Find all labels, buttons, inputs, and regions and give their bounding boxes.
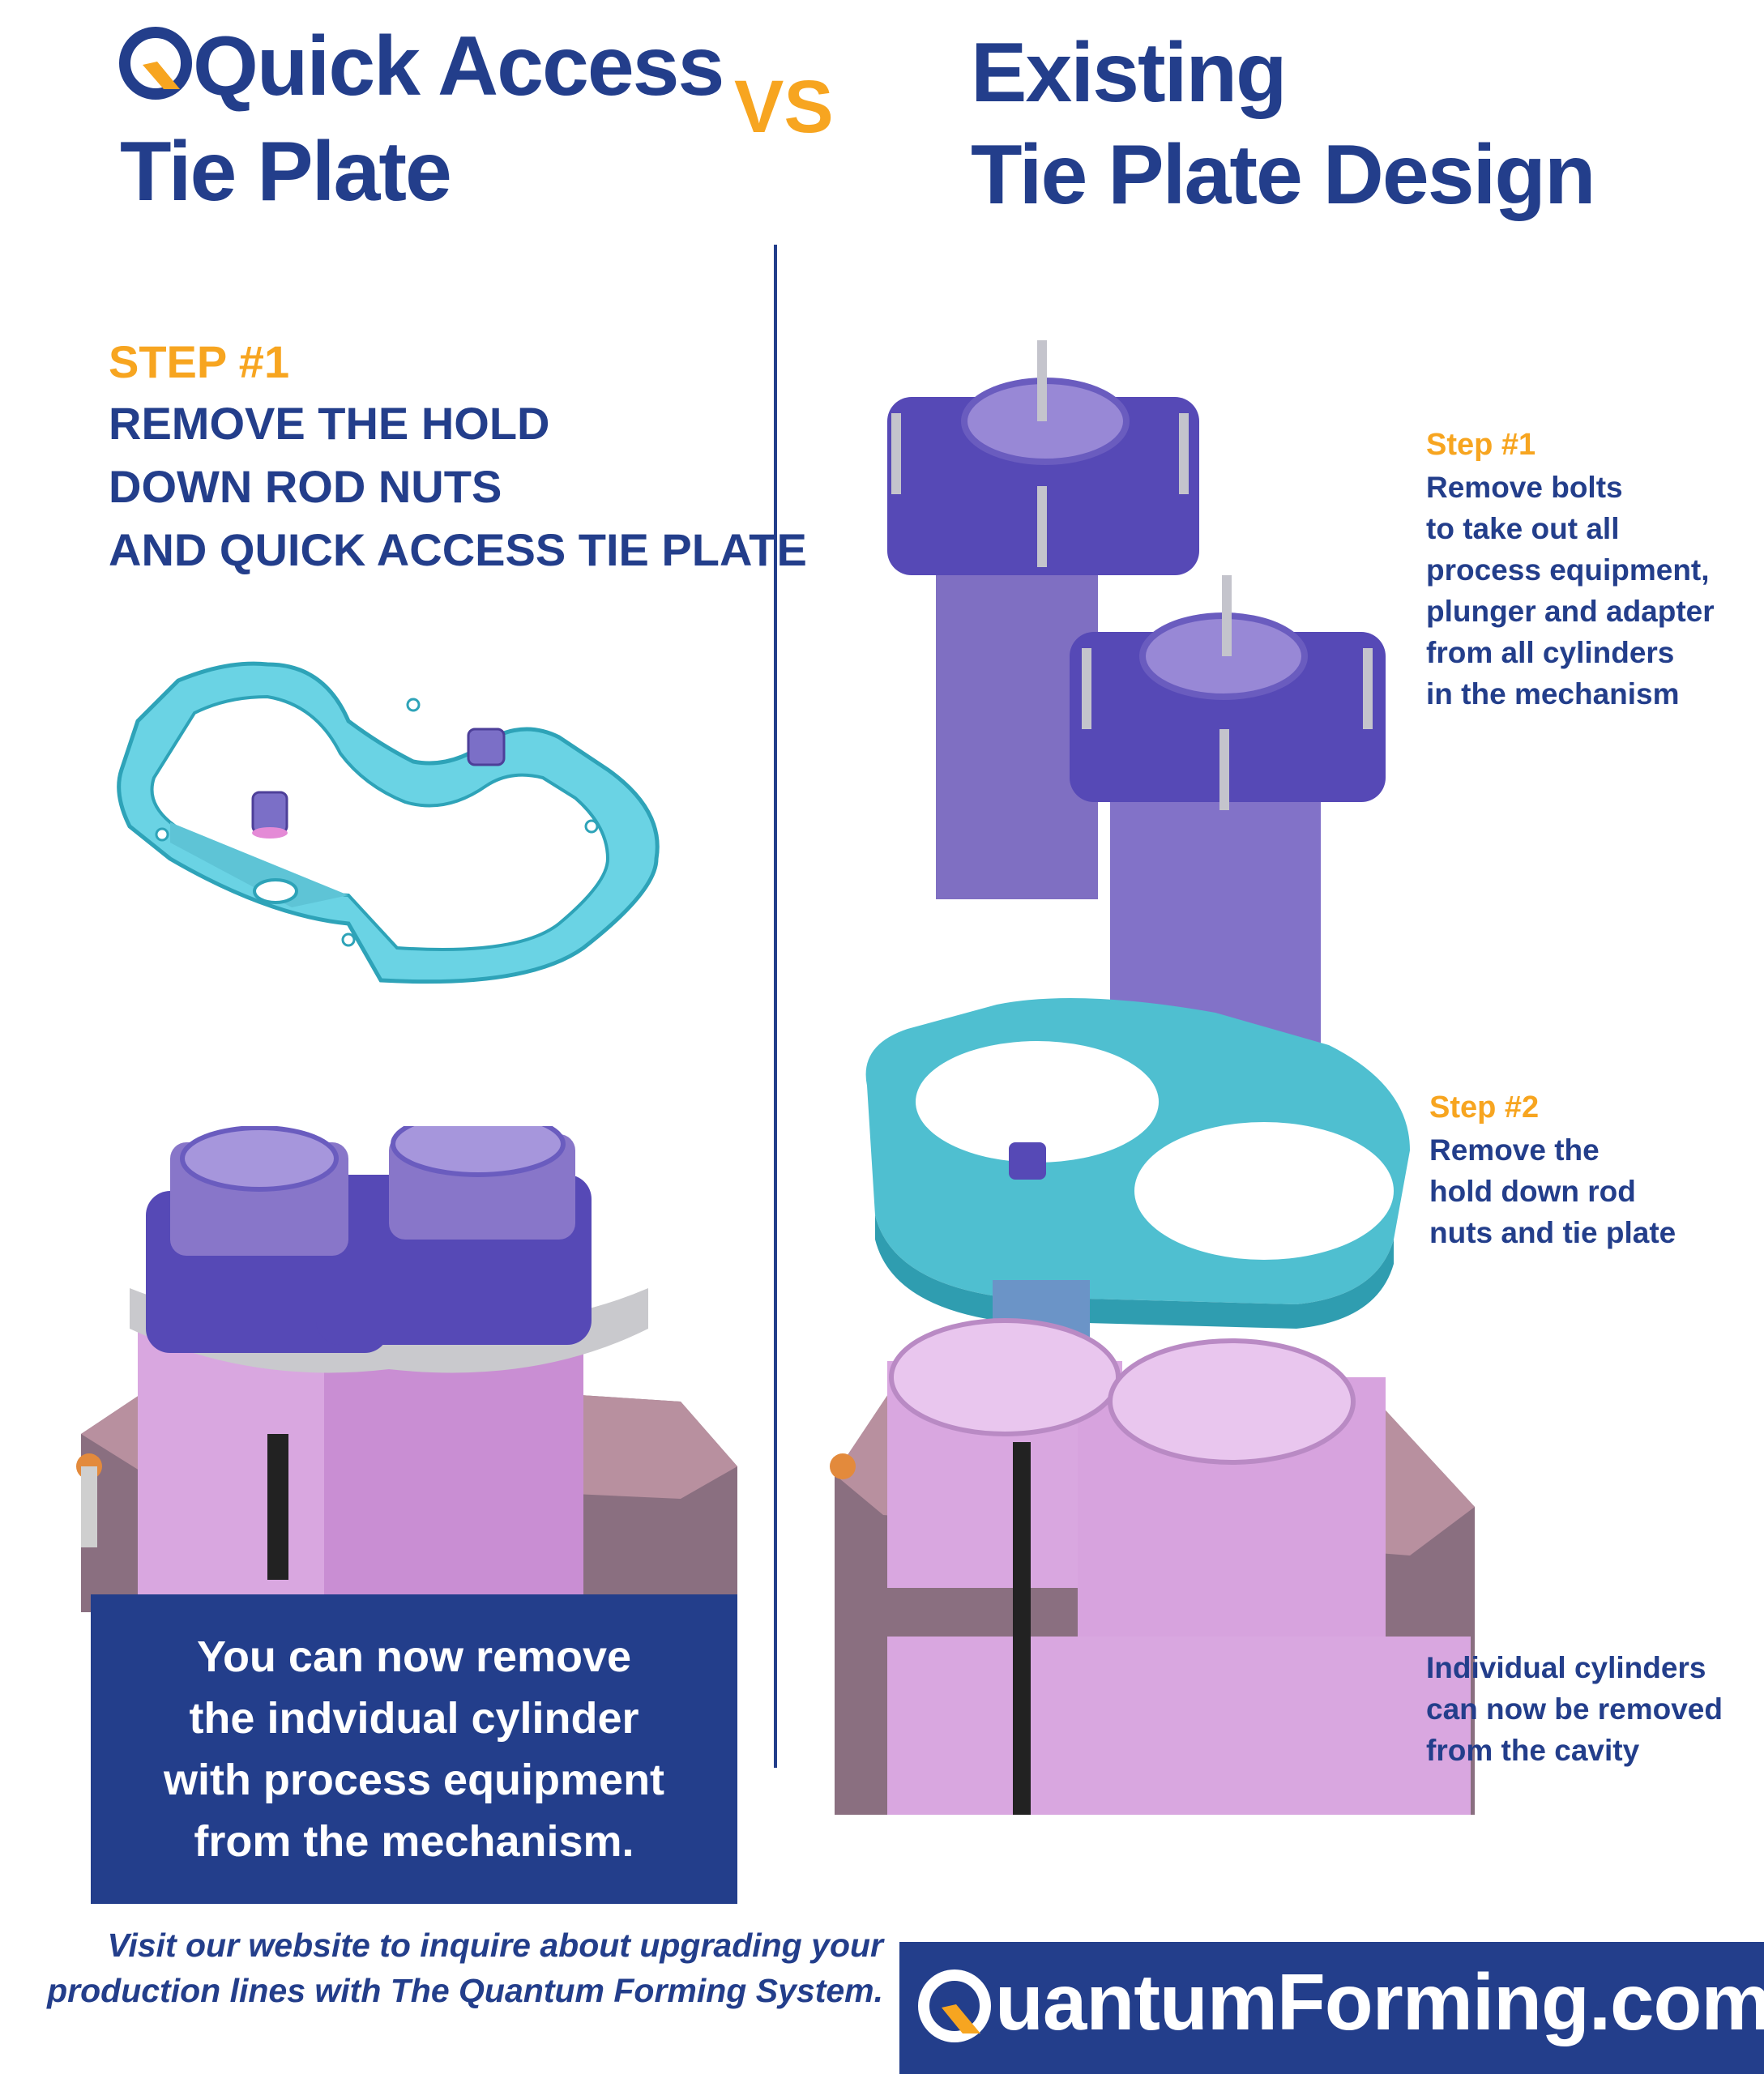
callout-line: with process equipment: [163, 1756, 665, 1804]
website-link[interactable]: uantumForming.com: [995, 1957, 1764, 2046]
quick-access-tie-plate-illustration: [117, 661, 660, 984]
footer-line: Visit our website to inquire about upgra…: [107, 1927, 883, 1964]
right-step1-line: in the mechanism: [1426, 677, 1680, 711]
right-result-line: can now be removed: [1426, 1692, 1723, 1726]
logo-q-icon: [118, 23, 193, 111]
callout-line: from the mechanism.: [194, 1817, 634, 1866]
right-step2-line: nuts and tie plate: [1429, 1216, 1676, 1249]
right-step1-heading: Step #1: [1426, 428, 1536, 462]
footer-text: Visit our website to inquire about upgra…: [32, 1923, 883, 2013]
left-step-line: REMOVE THE HOLD: [109, 398, 550, 449]
vs-label: VS: [734, 66, 834, 148]
center-divider: [774, 245, 777, 1768]
website-logo-q-icon: [914, 1962, 995, 2057]
right-title-line1: Existing: [971, 26, 1288, 120]
footer-banner[interactable]: [899, 1942, 1764, 2074]
callout-line: You can now remove: [196, 1632, 632, 1681]
result-callout-box: You can now remove the indvidual cylinde…: [91, 1594, 737, 1904]
quick-access-assembly-illustration: [76, 1126, 737, 1612]
right-step1-line: to take out all: [1426, 512, 1620, 545]
left-title-line1: Quick Access: [193, 19, 724, 113]
right-step1-line: from all cylinders: [1426, 636, 1675, 669]
right-step2-text: Remove the hold down rod nuts and tie pl…: [1429, 1129, 1676, 1253]
right-step2-heading: Step #2: [1429, 1090, 1540, 1124]
right-result-text: Individual cylinders can now be removed …: [1426, 1647, 1723, 1771]
right-step1-text: Remove bolts to take out all process equ…: [1426, 467, 1715, 715]
callout-line: the indvidual cylinder: [189, 1694, 639, 1743]
right-step1-line: Remove bolts: [1426, 471, 1623, 504]
right-step2-line: Remove the: [1429, 1133, 1600, 1167]
left-step-heading: STEP #1: [109, 336, 290, 387]
left-step-line: DOWN ROD NUTS: [109, 461, 502, 512]
right-step1-line: process equipment,: [1426, 553, 1710, 587]
existing-design-exploded-illustration: [830, 340, 1475, 1815]
right-title-line2: Tie Plate Design: [971, 128, 1595, 222]
footer-line: production lines with The Quantum Formin…: [47, 1972, 883, 2009]
left-step-text: REMOVE THE HOLD DOWN ROD NUTS AND QUICK …: [109, 392, 807, 582]
left-title-line2: Tie Plate: [120, 125, 452, 219]
right-result-line: Individual cylinders: [1426, 1651, 1706, 1684]
right-step1-line: plunger and adapter: [1426, 595, 1715, 628]
left-step-line: AND QUICK ACCESS TIE PLATE: [109, 524, 807, 575]
right-step2-line: hold down rod: [1429, 1175, 1636, 1208]
right-result-line: from the cavity: [1426, 1734, 1640, 1767]
